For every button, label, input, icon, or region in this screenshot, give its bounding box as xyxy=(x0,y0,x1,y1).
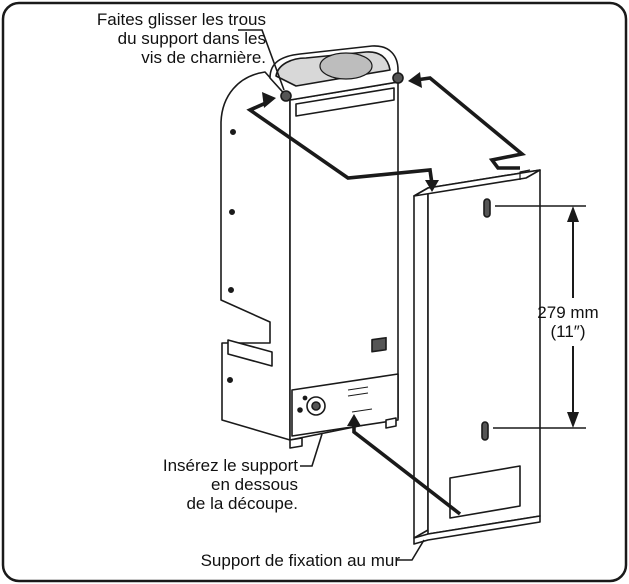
dispenser-unit xyxy=(220,45,404,449)
keyhole-top xyxy=(483,198,491,218)
arrow-left-path xyxy=(246,100,434,185)
leader-slide xyxy=(238,29,285,91)
hinge-screw-right xyxy=(392,72,404,84)
leader-insert xyxy=(300,433,323,467)
label-insert-support: Insérez le support en dessous de la déco… xyxy=(162,456,298,513)
arrow-heads xyxy=(262,72,439,426)
dispenser-side-panel xyxy=(220,71,291,441)
leader-lines xyxy=(238,29,425,561)
keyhole-bottom xyxy=(481,421,489,441)
control-panel xyxy=(291,373,399,437)
hinge-screw-left xyxy=(280,90,292,102)
label-slide-holes: Faites glisser les trous du support dans… xyxy=(96,10,266,67)
arrow-right-path xyxy=(415,76,527,170)
dimension-279mm xyxy=(493,205,586,429)
power-switch xyxy=(371,336,387,353)
leader-wall xyxy=(396,539,425,561)
label-wall-bracket: Support de fixation au mur xyxy=(200,551,400,570)
label-dimension: 279 mm (11″) xyxy=(537,303,599,341)
wall-bracket xyxy=(413,169,541,545)
